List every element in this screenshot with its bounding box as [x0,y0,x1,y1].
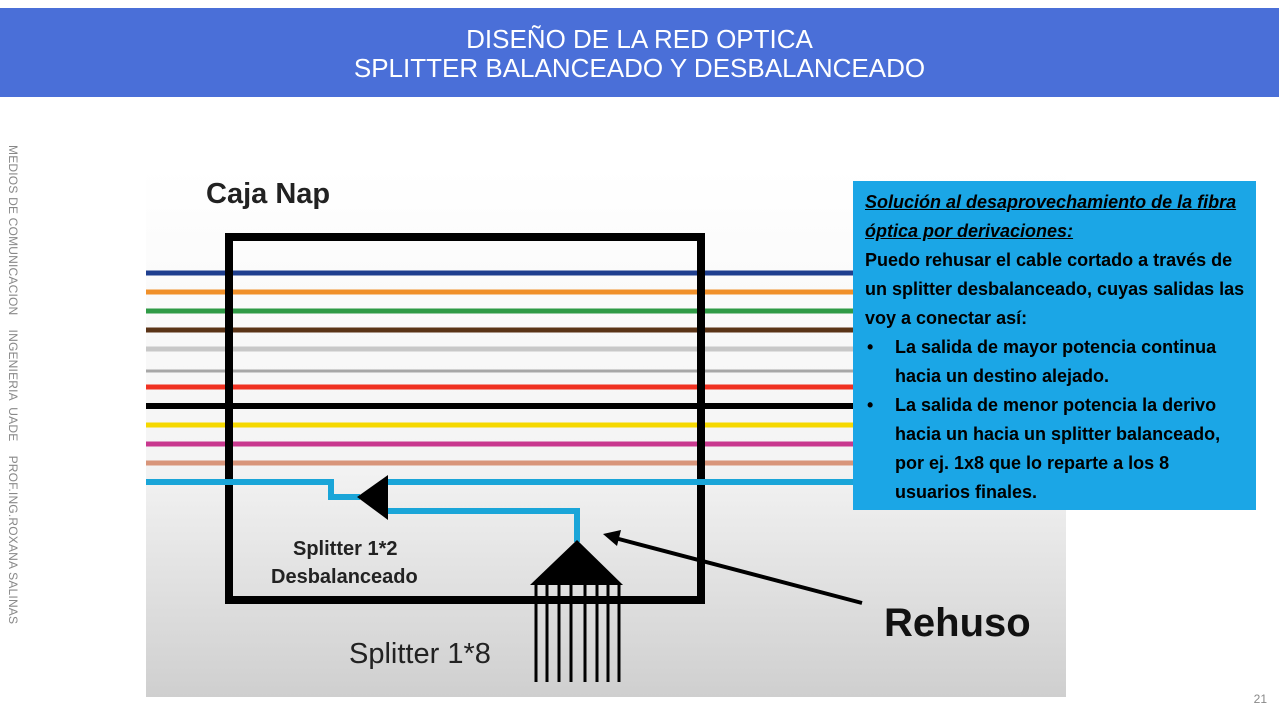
splitter-1x8-icon [530,540,623,585]
splitter-1x2-label: Splitter 1*2 [293,538,397,560]
infobox-bullets: La salida de mayor potencia continua hac… [865,333,1246,507]
nap-box-label: Caja Nap [206,178,330,210]
side-credits: MEDIOS DE COMUNICACION INGENIERIA UADE P… [6,145,20,625]
nap-box [225,233,705,604]
cyan-fiber-input [146,479,360,500]
solution-infobox: Solución al desaprovechamiento de la fib… [853,181,1256,510]
page-number: 21 [1253,692,1267,706]
bullet-item: La salida de menor potencia la derivo ha… [865,391,1246,507]
slide-title-line1: DISEÑO DE LA RED OPTICA [466,24,813,54]
fiber-diagram: Caja Nap Splitter 1*2 Desbalanceado Spli… [146,178,1031,682]
reuse-arrowhead-icon [603,530,621,546]
reuse-label: Rehuso [884,601,1031,645]
splitter-1x2-type: Desbalanceado [271,566,418,588]
bullet-item: La salida de mayor potencia continua hac… [865,333,1246,391]
infobox-body: Puedo rehusar el cable cortado a través … [865,250,1245,328]
splitter-1x2-icon [357,475,388,520]
reuse-arrow [614,536,863,605]
slide-header: DISEÑO DE LA RED OPTICA SPLITTER BALANCE… [0,8,1279,97]
splitter-1x8-label: Splitter 1*8 [349,638,491,670]
slide-title-line2: SPLITTER BALANCEADO Y DESBALANCEADO [353,53,926,83]
infobox-title: Solución al desaprovechamiento de la fib… [865,192,1237,241]
cyan-fiber-low-output [387,508,580,542]
